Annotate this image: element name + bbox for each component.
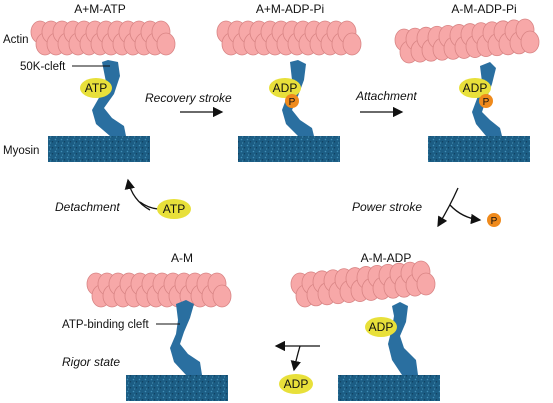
myosin-head-5 [170, 300, 202, 375]
phosphate-2: P [285, 94, 299, 108]
adp-bubble-4: ADP [365, 317, 397, 337]
p-text-2: P [289, 97, 296, 108]
myosin-base-2 [238, 136, 340, 162]
atp-text-1: ATP [85, 81, 107, 95]
actin-label: Actin [3, 34, 29, 46]
phosphate-3: P [479, 94, 493, 108]
myosin-base-1 [48, 136, 150, 162]
adp-text-2: ADP [273, 81, 298, 95]
power-stroke-release-arrow [449, 204, 482, 225]
adp-text-3: ADP [463, 81, 488, 95]
atp-bubble-1: ATP [80, 78, 112, 98]
recovery-stroke-label: Recovery stroke [145, 91, 232, 105]
state-title-1: A+M-ATP [74, 2, 125, 16]
myosin-label: Myosin [3, 145, 39, 157]
adp-release-arrow [290, 345, 301, 372]
atp-bubble-detachment: ATP [157, 199, 191, 219]
power-stroke-arrow [437, 187, 459, 228]
myosin-base-3 [428, 136, 530, 162]
detachment-atp-arrow [139, 201, 159, 210]
actin-filament-3 [394, 18, 540, 64]
state-title-4: A-M-ADP [361, 251, 412, 265]
myosin-head-2 [282, 60, 314, 136]
actin-filament-2 [216, 20, 362, 56]
myosin-head-4 [388, 302, 418, 375]
adp-bubble-2: ADP [269, 78, 301, 98]
cleft-label: 50K-cleft [20, 61, 66, 73]
adp-text-released: ADP [284, 377, 309, 391]
myosin-head-1 [92, 60, 126, 136]
atp-binding-cleft-label: ATP-binding cleft [62, 319, 150, 331]
p-text-released: P [491, 216, 498, 227]
actin-filament-4 [290, 260, 436, 308]
atp-text-detachment: ATP [163, 202, 185, 216]
state-title-2: A+M-ADP-Pi [256, 2, 324, 16]
rigor-state-label: Rigor state [62, 355, 120, 369]
state-title-3: A-M-ADP-Pi [451, 2, 516, 16]
actin-filament-1 [30, 20, 176, 56]
phosphate-released: P [487, 213, 501, 227]
state-title-5: A-M [171, 251, 193, 265]
p-text-3: P [483, 97, 490, 108]
adp-bubble-released: ADP [279, 374, 313, 394]
myosin-base-4 [338, 375, 440, 401]
detachment-label: Detachment [55, 200, 120, 214]
myosin-head-3 [472, 62, 502, 136]
adp-text-4: ADP [369, 320, 394, 334]
adp-bubble-3: ADP [459, 78, 491, 98]
actin-filament-5 [86, 272, 232, 308]
attachment-label: Attachment [355, 89, 417, 103]
power-stroke-label: Power stroke [352, 200, 422, 214]
myosin-base-5 [126, 375, 228, 401]
detachment-arrow [124, 178, 151, 211]
